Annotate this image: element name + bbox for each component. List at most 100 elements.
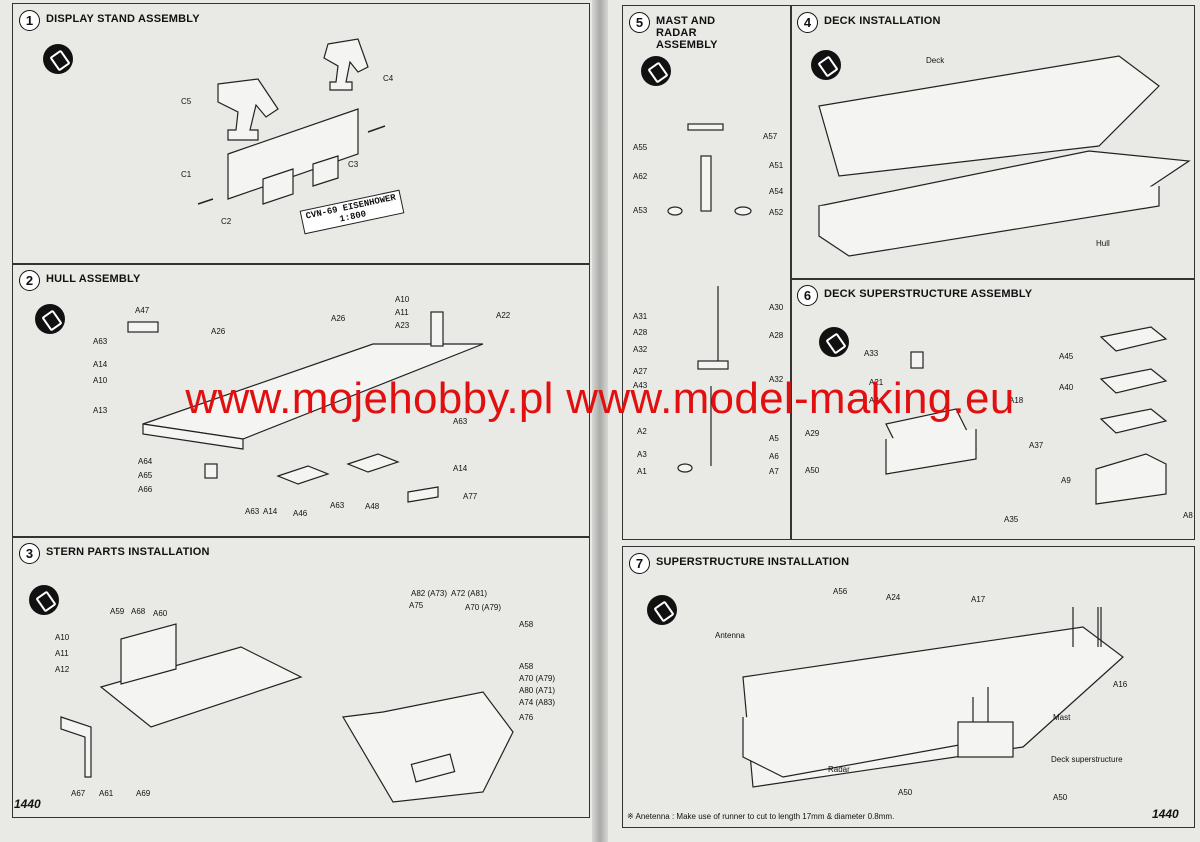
- step-7-panel: 7 SUPERSTRUCTURE INSTALLATION A56 A24 A1…: [622, 546, 1195, 828]
- part-label: A23: [395, 321, 410, 330]
- display-stand-diagram: [197, 38, 386, 205]
- part-label: A34: [869, 396, 884, 405]
- superstructure-installation-diagram: [742, 607, 1124, 788]
- step-title: STERN PARTS INSTALLATION: [46, 546, 210, 558]
- part-label: A32: [769, 375, 784, 384]
- part-label: C1: [181, 170, 192, 179]
- step-title: DECK INSTALLATION: [824, 15, 941, 27]
- mast-radar-diagram: [667, 123, 752, 473]
- step-number: 7: [629, 553, 650, 574]
- step-number: 5: [629, 12, 650, 33]
- part-label: Deck superstructure: [1051, 755, 1123, 764]
- step-5-panel: 5 MAST AND RADAR ASSEMBLY A57 A55 A51 A6…: [622, 5, 792, 540]
- step-title: SUPERSTRUCTURE INSTALLATION: [656, 556, 850, 568]
- part-label: A59: [110, 607, 125, 616]
- cement-icon: [819, 327, 849, 357]
- step-4-header: 4 DECK INSTALLATION: [797, 12, 941, 33]
- step-title: HULL ASSEMBLY: [46, 273, 141, 285]
- part-label: A14: [263, 507, 278, 516]
- part-label: A10: [93, 376, 108, 385]
- part-label: A22: [496, 311, 511, 320]
- part-label: A74 (A83): [519, 698, 556, 707]
- step-1-panel: 1 DISPLAY STAND ASSEMBLY CVN-69 EISENHOW…: [12, 3, 590, 265]
- part-label: A31: [633, 312, 648, 321]
- part-label: A14: [453, 464, 468, 473]
- step-2-panel: 2 HULL ASSEMBLY A47 A63 A14 A10 A13 A26 …: [12, 263, 590, 538]
- part-label: A11: [55, 649, 69, 658]
- part-label: A3: [637, 450, 647, 459]
- part-label: C3: [348, 160, 359, 169]
- step-title: DECK SUPERSTRUCTURE ASSEMBLY: [824, 288, 1033, 300]
- part-label: A9: [1061, 476, 1071, 485]
- step-5-header: 5 MAST AND RADAR ASSEMBLY: [629, 12, 751, 51]
- cement-icon: [641, 56, 671, 86]
- part-label: A16: [1113, 680, 1128, 689]
- step-number: 4: [797, 12, 818, 33]
- step-number: 2: [19, 270, 40, 291]
- part-label: A82 (A73): [411, 589, 448, 598]
- part-label: A6: [769, 452, 779, 461]
- part-label: A69: [136, 789, 151, 798]
- part-label: A53: [633, 206, 648, 215]
- part-label: A13: [93, 406, 108, 415]
- part-label: A50: [1053, 793, 1068, 802]
- cement-icon: [35, 304, 65, 334]
- part-label: A72 (A81): [451, 589, 488, 598]
- part-label: A50: [898, 788, 913, 797]
- part-label: A37: [1029, 441, 1044, 450]
- part-label: A5: [769, 434, 779, 443]
- part-label: A47: [135, 306, 150, 315]
- part-label: A62: [633, 172, 648, 181]
- step-4-panel: 4 DECK INSTALLATION Deck Hull: [790, 5, 1195, 280]
- step-number: 1: [19, 10, 40, 31]
- step-number: 6: [797, 285, 818, 306]
- part-label: A57: [763, 132, 778, 141]
- part-label: A26: [211, 327, 226, 336]
- part-label: A7: [769, 467, 779, 476]
- step-6-panel: 6 DECK SUPERSTRUCTURE ASSEMBLY A33 A45 A…: [790, 278, 1195, 540]
- part-label: A35: [1004, 515, 1019, 524]
- antenna-note: ※ Anetenna : Make use of runner to cut t…: [627, 812, 895, 821]
- part-label: A66: [138, 485, 153, 494]
- part-label: A58: [519, 662, 534, 671]
- part-label: A51: [769, 161, 784, 170]
- left-page-number: 1440: [14, 797, 41, 811]
- part-label: A68: [131, 607, 146, 616]
- part-label: C5: [181, 97, 192, 106]
- part-label: A33: [864, 349, 879, 358]
- part-label: Mast: [1053, 713, 1071, 722]
- part-label: A43: [633, 381, 648, 390]
- part-label: A11: [395, 308, 409, 317]
- part-label: A18: [1009, 396, 1024, 405]
- part-label: A76: [519, 713, 534, 722]
- part-label: A29: [805, 429, 820, 438]
- cement-icon: [29, 585, 59, 615]
- part-label: Deck: [926, 56, 945, 65]
- part-label: A67: [71, 789, 86, 798]
- part-label: A70 (A79): [465, 603, 502, 612]
- part-label: A55: [633, 143, 648, 152]
- step-1-header: 1 DISPLAY STAND ASSEMBLY: [19, 10, 200, 31]
- part-label: A40: [1059, 383, 1074, 392]
- part-label: C4: [383, 74, 394, 83]
- part-label: A64: [138, 457, 153, 466]
- part-label: A26: [331, 314, 346, 323]
- part-label: A17: [971, 595, 986, 604]
- hull-assembly-diagram: [127, 311, 484, 503]
- part-label: A63: [93, 337, 108, 346]
- part-label: A70 (A79): [519, 674, 556, 683]
- book-spine: [592, 0, 608, 842]
- part-label: A45: [1059, 352, 1074, 361]
- part-label: A8: [1183, 511, 1193, 520]
- step-7-header: 7 SUPERSTRUCTURE INSTALLATION: [629, 553, 849, 574]
- part-label: A30: [769, 303, 784, 312]
- watermark-text: www.mojehobby.pl www.model-making.eu: [185, 374, 1015, 423]
- part-label: A28: [633, 328, 648, 337]
- stern-parts-diagram: [60, 623, 514, 803]
- part-label: A56: [833, 587, 848, 596]
- step-number: 3: [19, 543, 40, 564]
- part-label: C2: [221, 217, 232, 226]
- part-label: A1: [637, 467, 647, 476]
- part-label: A14: [93, 360, 108, 369]
- part-label: Radar: [828, 765, 850, 774]
